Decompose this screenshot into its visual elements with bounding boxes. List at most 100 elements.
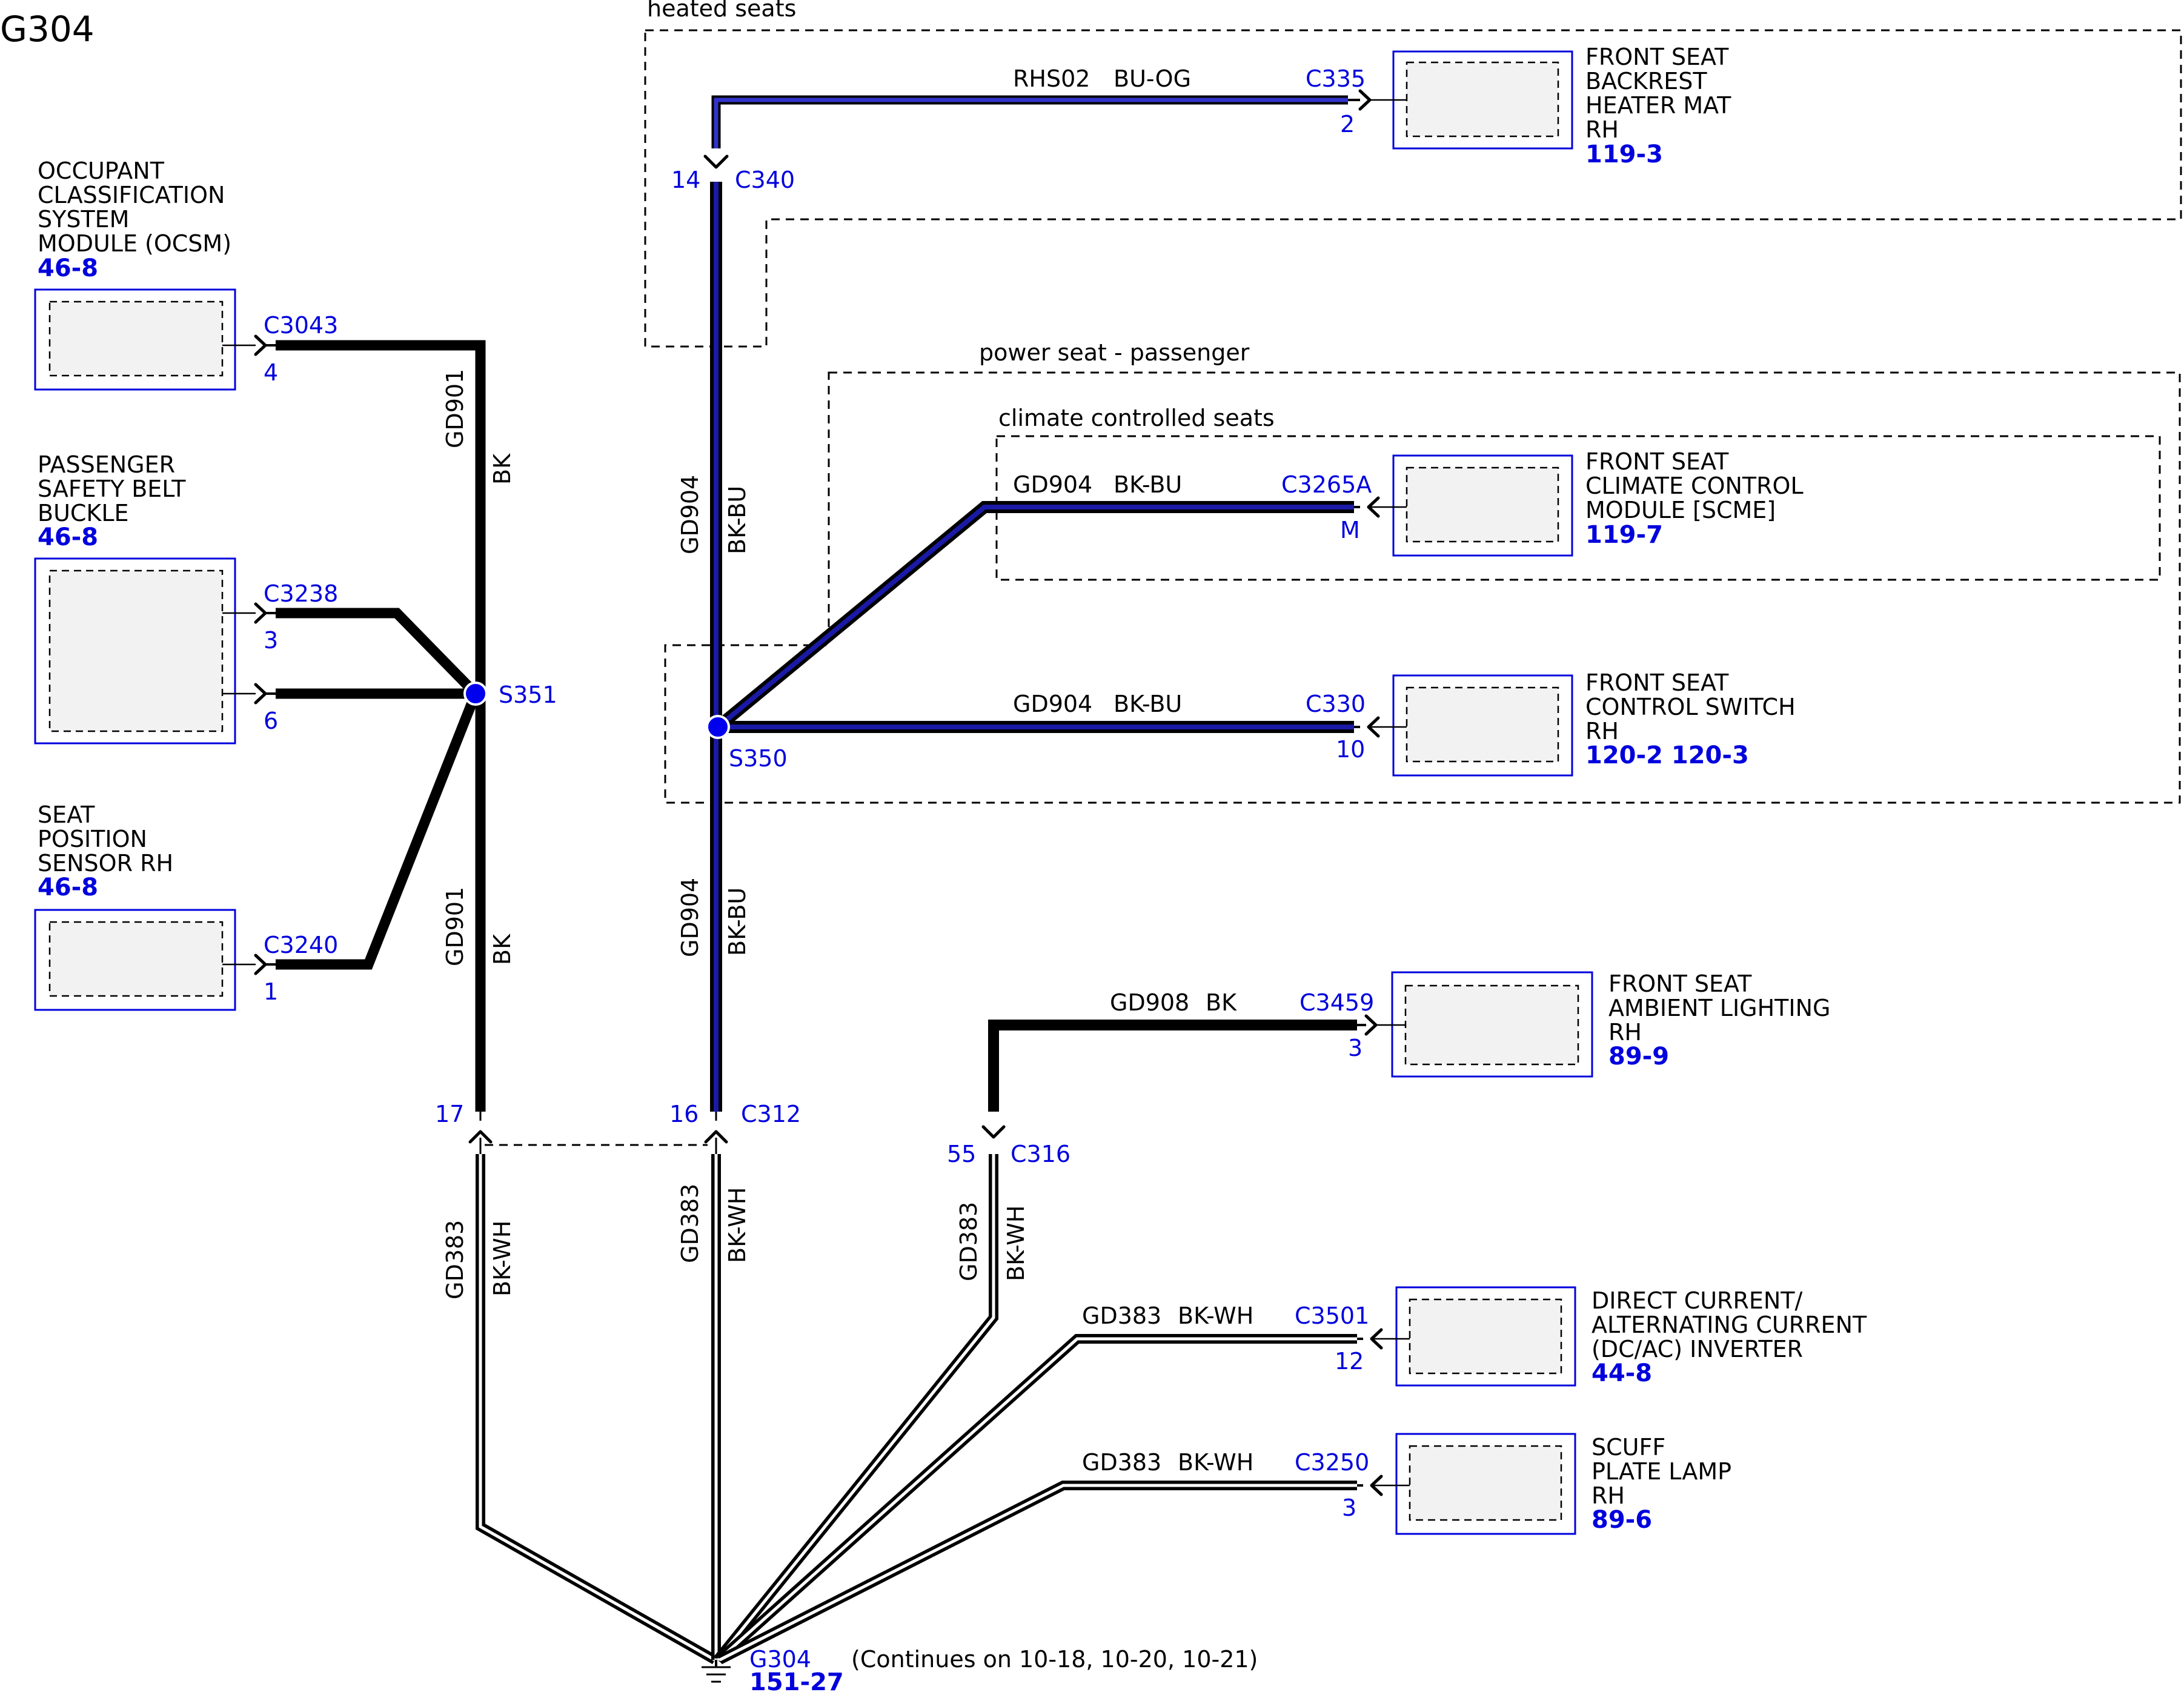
gd904-color-switch: BK-BU	[1114, 691, 1182, 717]
inverter-ref: 44-8	[1592, 1359, 1652, 1387]
ambient-connector: C3459	[1299, 989, 1374, 1016]
ambient-name-3: RH	[1608, 1019, 1642, 1046]
scuff-name-1: SCUFF	[1592, 1434, 1665, 1461]
splice-s350-label: S350	[729, 745, 788, 772]
buckle-name-2: SAFETY BELT	[38, 476, 186, 502]
gd901-circuit-upper: GD901	[442, 369, 468, 448]
gd901-circuit-lower: GD901	[442, 887, 468, 966]
inverter-name-1: DIRECT CURRENT/	[1592, 1287, 1803, 1314]
component-seat-position-sensor: SEAT POSITION SENSOR RH 46-8 C3240 1	[34, 801, 338, 1011]
ocsm-name-4: MODULE (OCSM)	[38, 230, 231, 257]
seat-pos-connector: C3240	[264, 932, 338, 958]
gd904-circuit-upper: GD904	[677, 475, 703, 554]
buckle-pin-3: 3	[264, 627, 278, 654]
wire-labels-gd901: GD901 BK GD901 BK	[442, 369, 516, 966]
splice-s350	[706, 715, 730, 739]
heated-seats-outline	[644, 29, 2182, 348]
ocsm-name-2: CLASSIFICATION	[38, 182, 225, 208]
wire-labels-gd904: GD904 BK-BU GD904 BK-BU GD904 BK-BU GD90…	[677, 471, 1182, 957]
wire-labels-gd908: GD908 BK	[1110, 989, 1237, 1016]
wire-gd901	[276, 340, 486, 1112]
scuff-name-3: RH	[1592, 1482, 1625, 1509]
gd383-color-c316: BK-WH	[1003, 1206, 1029, 1281]
component-inverter: DIRECT CURRENT/ ALTERNATING CURRENT (DC/…	[1295, 1286, 1867, 1387]
scuff-name-2: PLATE LAMP	[1592, 1458, 1731, 1485]
climate-seats-outline	[995, 435, 2161, 581]
component-scuff-lamp: SCUFF PLATE LAMP RH 89-6 C3250 3	[1295, 1433, 1731, 1535]
gd383-color-scuff: BK-WH	[1178, 1449, 1253, 1476]
c312-pin-16: 16	[669, 1101, 699, 1127]
component-buckle: PASSENGER SAFETY BELT BUCKLE 46-8 C3238 …	[34, 451, 338, 745]
buckle-ref: 46-8	[38, 523, 98, 551]
wire-gd908	[988, 1020, 1357, 1112]
ocsm-pin: 4	[264, 359, 278, 386]
scme-name-3: MODULE [SCME]	[1585, 497, 1776, 523]
ambient-name-2: AMBIENT LIGHTING	[1608, 995, 1830, 1021]
gd908-circuit: GD908	[1110, 989, 1189, 1016]
buckle-name-3: BUCKLE	[38, 500, 129, 526]
heater-mat-name-3: HEATER MAT	[1585, 92, 1731, 119]
inverter-connector: C3501	[1295, 1302, 1369, 1329]
rhs02-circuit: RHS02	[1013, 65, 1090, 92]
inverter-name-3: (DC/AC) INVERTER	[1592, 1336, 1803, 1362]
ocsm-name-3: SYSTEM	[38, 206, 129, 233]
c340-label: C340	[735, 167, 795, 193]
ground-ref: 151-27	[749, 1668, 844, 1692]
seat-switch-connector: C330	[1306, 691, 1366, 717]
component-ambient-lighting: FRONT SEAT AMBIENT LIGHTING RH 89-9 C345…	[1299, 970, 1830, 1078]
inverter-name-2: ALTERNATING CURRENT	[1592, 1312, 1867, 1338]
wire-rhs02	[711, 95, 1348, 148]
gd383-circuit-c316: GD383	[955, 1202, 982, 1281]
gd904-circuit-lower: GD904	[677, 878, 703, 957]
scme-connector: C3265A	[1281, 471, 1372, 498]
seat-switch-name-1: FRONT SEAT	[1585, 669, 1729, 696]
splice-s351-label: S351	[499, 682, 557, 708]
heater-mat-name-2: BACKREST	[1585, 68, 1707, 95]
c312-label: C312	[741, 1101, 801, 1127]
component-ocsm: OCCUPANT CLASSIFICATION SYSTEM MODULE (O…	[34, 158, 338, 391]
scme-name-1: FRONT SEAT	[1585, 448, 1729, 475]
scuff-ref: 89-6	[1592, 1506, 1652, 1534]
gd904-color-upper: BK-BU	[724, 486, 751, 554]
heater-mat-connector: C335	[1306, 65, 1366, 92]
scme-ref: 119-7	[1585, 521, 1663, 549]
seat-switch-ref: 120-2 120-3	[1585, 741, 1749, 769]
gd904-circuit-switch: GD904	[1013, 691, 1092, 717]
wire-gd904	[710, 182, 1354, 1112]
ocsm-name-1: OCCUPANT	[38, 158, 165, 184]
ground-continues-note: (Continues on 10-18, 10-20, 10-21)	[851, 1646, 1258, 1673]
gd383-circuit-mid: GD383	[677, 1184, 703, 1263]
gd383-color-mid: BK-WH	[724, 1187, 751, 1263]
gd383-circuit-left: GD383	[442, 1220, 468, 1299]
heater-mat-ref: 119-3	[1585, 141, 1663, 168]
wire-labels-rhs02: RHS02 BU-OG	[1013, 65, 1191, 92]
seat-pos-name-3: SENSOR RH	[38, 850, 173, 877]
ambient-ref: 89-9	[1608, 1043, 1669, 1070]
scme-name-2: CLIMATE CONTROL	[1585, 473, 1804, 499]
component-seat-switch: FRONT SEAT CONTROL SWITCH RH 120-2 120-3…	[1306, 669, 1796, 777]
scuff-pin: 3	[1342, 1495, 1356, 1521]
seat-switch-name-3: RH	[1585, 718, 1619, 745]
ground-name: G304	[749, 1646, 811, 1673]
buckle-name-1: PASSENGER	[38, 451, 175, 478]
seat-pos-name-2: POSITION	[38, 826, 147, 852]
seat-switch-pin: 10	[1336, 736, 1365, 763]
gd908-color: BK	[1206, 989, 1237, 1016]
gd901-color-lower: BK	[489, 934, 516, 965]
gd901-color-upper: BK	[489, 453, 516, 485]
climate-seats-label: climate controlled seats	[998, 405, 1275, 431]
gd904-color-lower: BK-BU	[724, 887, 751, 956]
inline-connector-c316: 55 C316	[947, 1125, 1070, 1167]
component-scme: FRONT SEAT CLIMATE CONTROL MODULE [SCME]…	[1281, 448, 1804, 557]
heater-mat-name-1: FRONT SEAT	[1585, 44, 1729, 70]
power-seat-label: power seat - passenger	[979, 339, 1250, 366]
gd904-circuit-scme: GD904	[1013, 471, 1092, 498]
rhs02-color: BU-OG	[1114, 65, 1191, 92]
heater-mat-pin: 2	[1340, 111, 1355, 138]
heater-mat-name-4: RH	[1585, 116, 1619, 143]
inline-connector-c340: 14 C340	[671, 154, 795, 193]
ambient-name-1: FRONT SEAT	[1608, 970, 1752, 997]
splice-s351	[463, 682, 488, 706]
buckle-pin-6: 6	[264, 708, 278, 734]
